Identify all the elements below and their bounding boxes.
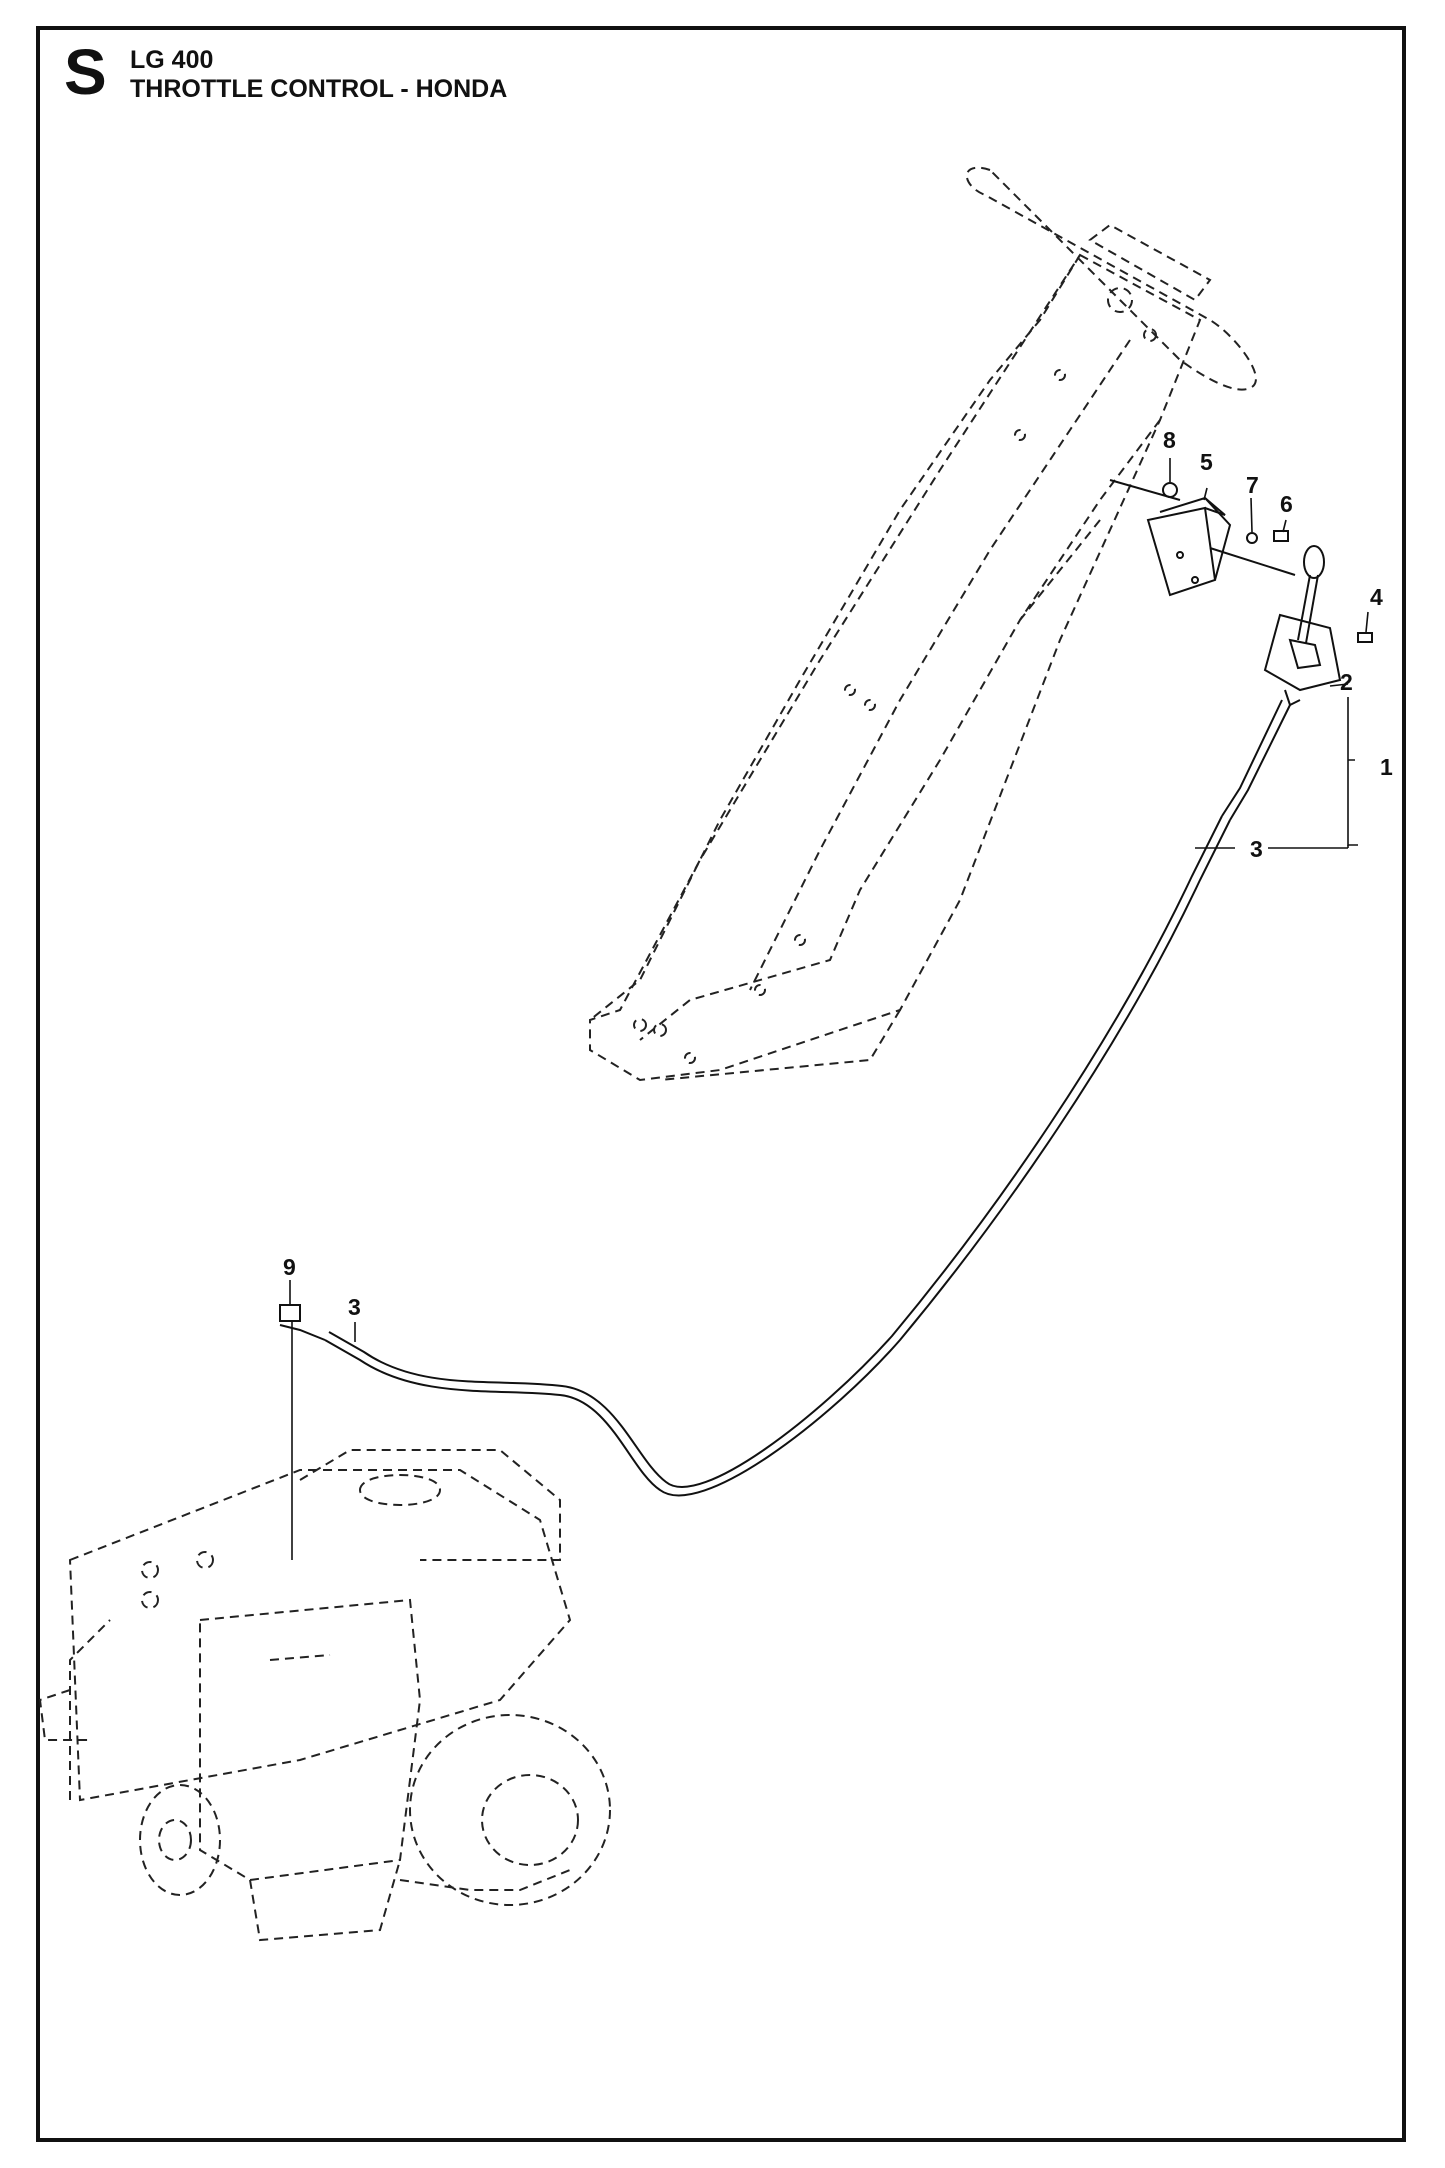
callout-3-upper: 3 (1250, 836, 1263, 862)
screw-4 (1357, 632, 1373, 643)
model-title: LG 400 (130, 46, 214, 74)
callout-7: 7 (1246, 472, 1259, 498)
washer-7 (1246, 532, 1258, 544)
section-title: THROTTLE CONTROL - HONDA (130, 75, 508, 103)
callout-labels: 1 2 3 4 5 6 7 8 9 3 (283, 427, 1393, 1320)
callout-3-lower: 3 (348, 1294, 361, 1320)
screw-6 (1273, 530, 1289, 542)
callout-9: 9 (283, 1254, 296, 1280)
page-frame (36, 26, 1406, 2142)
section-letter: S (64, 36, 107, 108)
cable-clip-9 (279, 1304, 301, 1322)
callout-8: 8 (1163, 427, 1176, 453)
throttle-lever (1263, 545, 1342, 707)
callout-5: 5 (1200, 449, 1213, 475)
engine (38, 1449, 611, 1942)
hardware (1109, 479, 1373, 643)
callout-6: 6 (1280, 491, 1293, 517)
callout-2: 2 (1340, 669, 1353, 695)
mounting-bracket (1146, 496, 1232, 597)
callout-4: 4 (1370, 584, 1383, 610)
leader-lines (289, 458, 1369, 1560)
throttle-cable (279, 699, 1291, 1497)
handle-column (589, 253, 1202, 1082)
callout-1: 1 (1380, 754, 1393, 780)
handle-bar (965, 166, 1257, 391)
